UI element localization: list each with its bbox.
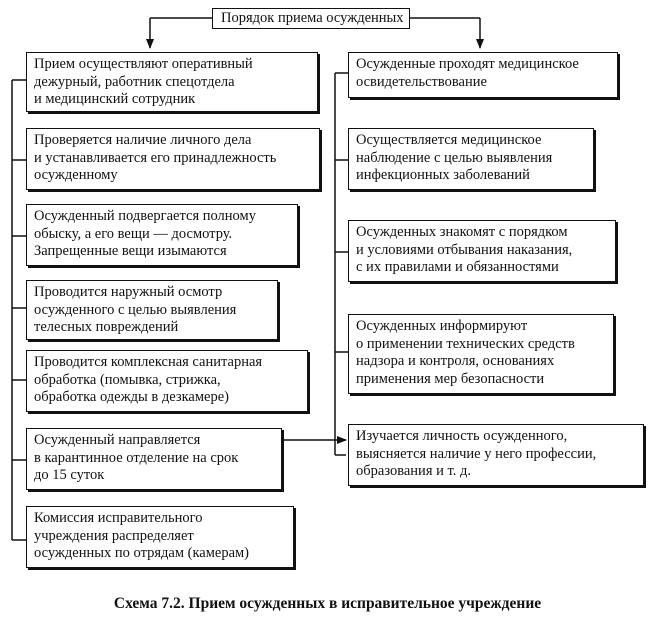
diagram-title: Порядок приема осужденных [212, 8, 410, 29]
left-box-search: Осужденный подвергается полному обыску, … [26, 204, 298, 266]
right-box-personality-study: Изучается личность осужденного, выясняет… [348, 424, 644, 486]
left-box-sanitation: Проводится комплексная санитарная обрабо… [26, 350, 308, 412]
right-box-medical-observation: Осуществляется медицинское наблюдение с … [348, 128, 594, 190]
left-box-reception: Прием осуществляют оперативный дежурный,… [26, 52, 318, 112]
left-box-distribution: Комиссия исправительного учреждения расп… [26, 506, 294, 568]
right-box-medical-exam: Осужденные проходят медицинское освидете… [348, 52, 618, 98]
left-box-inspection: Проводится наружный осмотр осужденного с… [26, 280, 278, 340]
right-box-rules: Осужденных знакомят с порядком и условия… [348, 220, 616, 282]
left-box-quarantine: Осужденный направляется в карантинное от… [26, 428, 282, 490]
right-box-technical-means: Осужденных информируют о применении техн… [348, 314, 614, 394]
diagram-caption: Схема 7.2. Прием осужденных в исправител… [113, 595, 542, 612]
left-ticks [12, 79, 26, 541]
right-ticks [335, 72, 348, 353]
left-box-personal-file: Проверяется наличие личного дела и устан… [26, 128, 320, 190]
